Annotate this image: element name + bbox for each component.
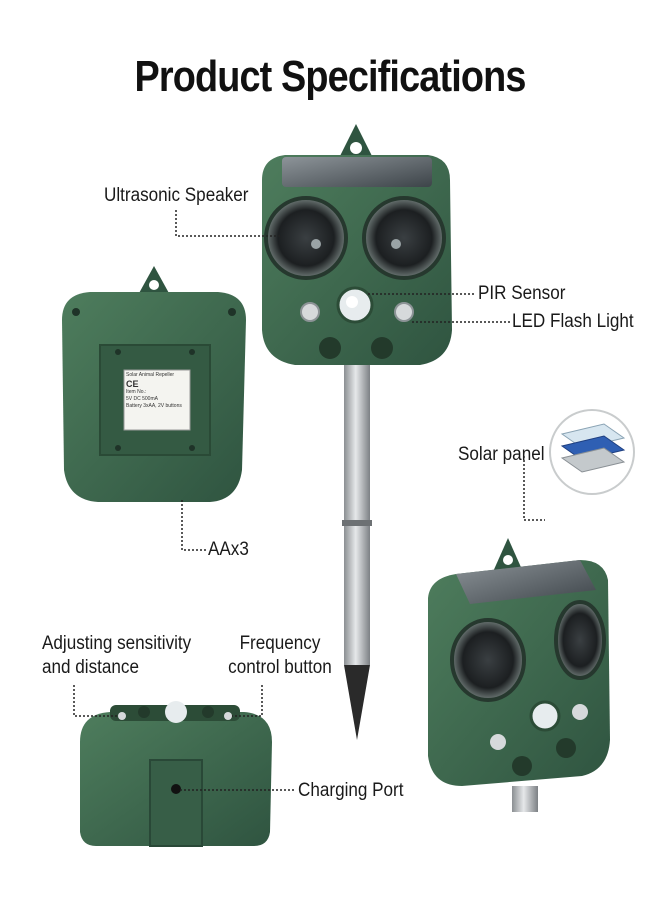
left-knob	[319, 337, 341, 359]
adjusting-line-1: Adjusting sensitivity	[42, 633, 192, 654]
led-flash-light-label: LED Flash Light	[512, 311, 634, 332]
sticker-text: Solar Animal Repeller CE Item No.: 5V DC…	[126, 372, 188, 410]
sticker-line-5: Battery 3xAA, 2V buttons	[126, 403, 182, 409]
right-knob	[371, 337, 393, 359]
stake-tip	[344, 665, 370, 740]
pir-sensor-label: PIR Sensor	[478, 283, 566, 304]
left-led	[300, 302, 320, 322]
battery-label: AAx3	[208, 539, 249, 560]
ultrasonic-speaker-label: Ultrasonic Speaker	[104, 185, 249, 206]
bottom-view-device	[80, 701, 272, 847]
angled-device	[428, 538, 610, 812]
leader-lines	[73, 210, 545, 791]
frequency-control-label: Frequency control button	[228, 632, 332, 680]
right-led	[394, 302, 414, 322]
spec-sticker	[123, 369, 191, 431]
ground-stake	[344, 365, 370, 665]
page-title: Product Specifications	[134, 52, 526, 101]
back-view-device	[62, 266, 246, 502]
sticker-line-1: Solar Animal Repeller	[126, 372, 175, 378]
sticker-line-4: 5V DC 500mA	[126, 396, 158, 402]
adjusting-line-2: and distance	[42, 657, 139, 678]
solar-strip	[282, 157, 432, 187]
frequency-line-1: Frequency	[239, 633, 321, 654]
frequency-line-2: control button	[228, 657, 332, 678]
charging-port-label: Charging Port	[298, 780, 404, 801]
charging-port	[171, 784, 181, 794]
adjusting-sensitivity-label: Adjusting sensitivity and distance	[42, 632, 191, 680]
left-speaker	[264, 196, 348, 280]
solar-panel-inset	[549, 409, 635, 495]
main-device	[262, 124, 452, 740]
sticker-ce-mark: CE	[126, 379, 139, 389]
sticker-line-3: Item No.:	[126, 389, 147, 395]
right-speaker	[362, 196, 446, 280]
solar-panel-label: Solar panel	[458, 444, 545, 465]
